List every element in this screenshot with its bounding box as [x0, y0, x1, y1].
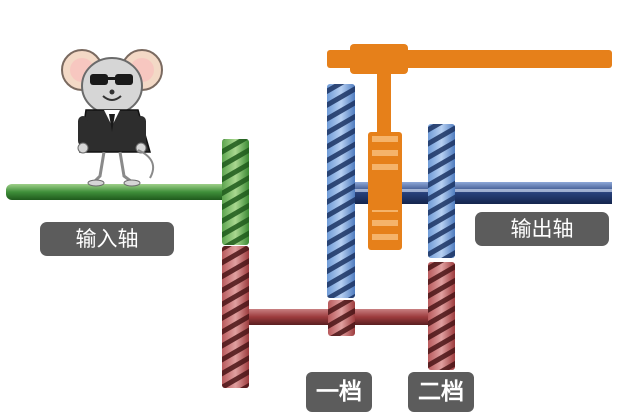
second-gear-label: 二档 — [408, 372, 474, 412]
sleeve-hub — [368, 176, 402, 210]
input-shaft-label: 输入轴 — [40, 222, 174, 256]
input-shaft — [6, 184, 228, 200]
first-gear — [327, 84, 355, 298]
second-gear — [428, 124, 455, 258]
second-countershaft-gear — [428, 262, 455, 370]
mouse-with-sunglasses-icon — [61, 49, 163, 187]
countershaft-drive-gear — [222, 246, 249, 388]
output-shaft — [352, 182, 612, 204]
output-shaft-label: 输出轴 — [475, 212, 609, 246]
input-gear — [222, 139, 249, 245]
first-countershaft-gear — [328, 300, 355, 336]
first-gear-label: 一档 — [306, 372, 372, 412]
